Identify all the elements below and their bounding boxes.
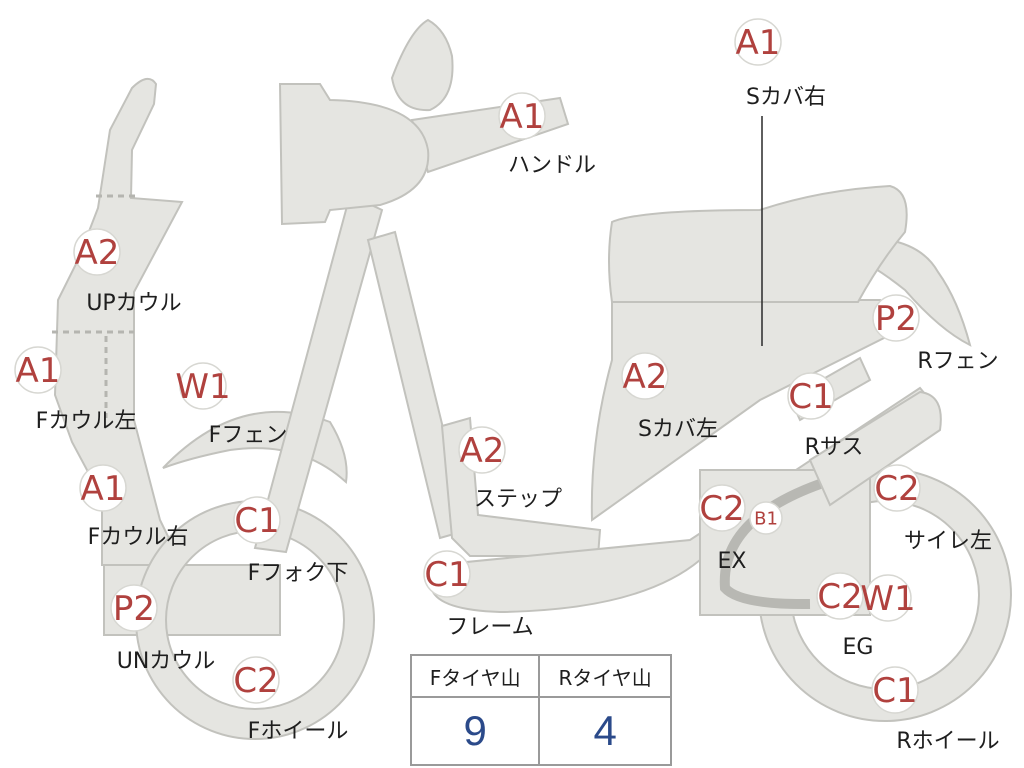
badge-circle — [621, 352, 669, 400]
badge-circle — [423, 550, 471, 598]
badge-code: A2 — [623, 357, 668, 397]
badge-circle — [110, 584, 158, 632]
silencer-shape — [808, 390, 942, 507]
tire-table-header-row: Fタイヤ山 Rタイヤ山 — [409, 654, 672, 698]
badge-circle — [816, 572, 864, 620]
badge-code: A2 — [460, 431, 505, 471]
rear-fender-shape — [858, 236, 972, 347]
badge-code: C2 — [817, 577, 862, 617]
part-label: Sカバ右 — [746, 85, 826, 110]
badge-code: C1 — [788, 377, 833, 417]
part-label: サイレ左 — [904, 529, 992, 554]
badge-circle — [873, 464, 921, 512]
part-label: ハンドル — [508, 153, 596, 178]
part-label: Fカウル左 — [36, 409, 137, 434]
part-label: UPカウル — [86, 291, 181, 316]
badge-circle — [14, 346, 62, 394]
badge-code: C2 — [874, 469, 919, 509]
part-label: Fフェン — [209, 423, 288, 448]
badge-code: C2 — [233, 661, 278, 701]
part-label: Rフェン — [917, 349, 998, 374]
badge-code: A1 — [81, 469, 126, 509]
tire-tread-table: Fタイヤ山 Rタイヤ山 9 4 — [409, 654, 672, 766]
badge-code: C1 — [424, 555, 469, 595]
rear-tire-value: 4 — [538, 696, 672, 766]
badge-circle — [79, 464, 127, 512]
tire-table-value-row: 9 4 — [409, 696, 672, 766]
head-block-shape — [278, 83, 430, 226]
part-label: Fホイール — [248, 719, 349, 744]
side-cover-shape — [590, 299, 892, 522]
badge-circle — [864, 574, 912, 622]
badge-code: A1 — [500, 97, 545, 137]
badge-code: B1 — [754, 509, 778, 530]
badge-circle — [787, 372, 835, 420]
part-label: フレーム — [446, 615, 533, 640]
badge-frame: C1 フレーム — [423, 550, 534, 640]
badge-code: P2 — [875, 299, 917, 339]
front-cowl-shape — [53, 77, 184, 566]
part-label: Fカウル右 — [88, 525, 189, 550]
badge-code: C2 — [699, 489, 744, 529]
part-label: Rホイール — [896, 729, 999, 754]
part-label: UNカウル — [117, 649, 216, 674]
badge-circle — [698, 484, 746, 532]
mirror-shape — [390, 18, 454, 112]
badge-code: C1 — [872, 671, 917, 711]
badge-circle — [871, 666, 919, 714]
badge-step: A2 ステップ — [458, 426, 562, 512]
badge-code: P2 — [113, 589, 155, 629]
badge-exhaust-b1: B1 — [749, 501, 783, 535]
badge-code: A1 — [16, 351, 61, 391]
front-tire-header: Fタイヤ山 — [409, 654, 541, 698]
badge-code: A1 — [736, 23, 781, 63]
badge-circle — [233, 496, 281, 544]
badge-circle — [749, 501, 783, 535]
badge-engine-w1: W1 — [860, 574, 916, 622]
badge-circle — [73, 228, 121, 276]
badge-handle: A1 ハンドル — [498, 92, 596, 178]
badge-code: C1 — [234, 501, 279, 541]
part-label: EG — [843, 635, 874, 660]
seat-shape — [608, 184, 908, 303]
front-fork-shape — [253, 193, 384, 554]
part-label: Fフォク下 — [248, 561, 349, 586]
part-label: Sカバ左 — [638, 417, 718, 442]
rear-tire-header: Rタイヤ山 — [538, 654, 672, 698]
badge-circle — [872, 294, 920, 342]
badge-circle — [734, 18, 782, 66]
part-label: Rサス — [805, 435, 864, 460]
part-label: ステップ — [474, 487, 562, 512]
badge-circle — [458, 426, 506, 474]
badge-circle — [232, 656, 280, 704]
main-frame-shape — [430, 386, 932, 614]
badge-silencer-left: C2 サイレ左 — [873, 464, 992, 554]
badge-code: W1 — [860, 579, 915, 619]
badge-circle — [498, 92, 546, 140]
badge-code: A2 — [75, 233, 120, 273]
badge-circle — [179, 362, 227, 410]
part-label: EX — [718, 549, 747, 574]
badge-code: W1 — [175, 367, 230, 407]
front-tire-value: 9 — [409, 696, 541, 766]
